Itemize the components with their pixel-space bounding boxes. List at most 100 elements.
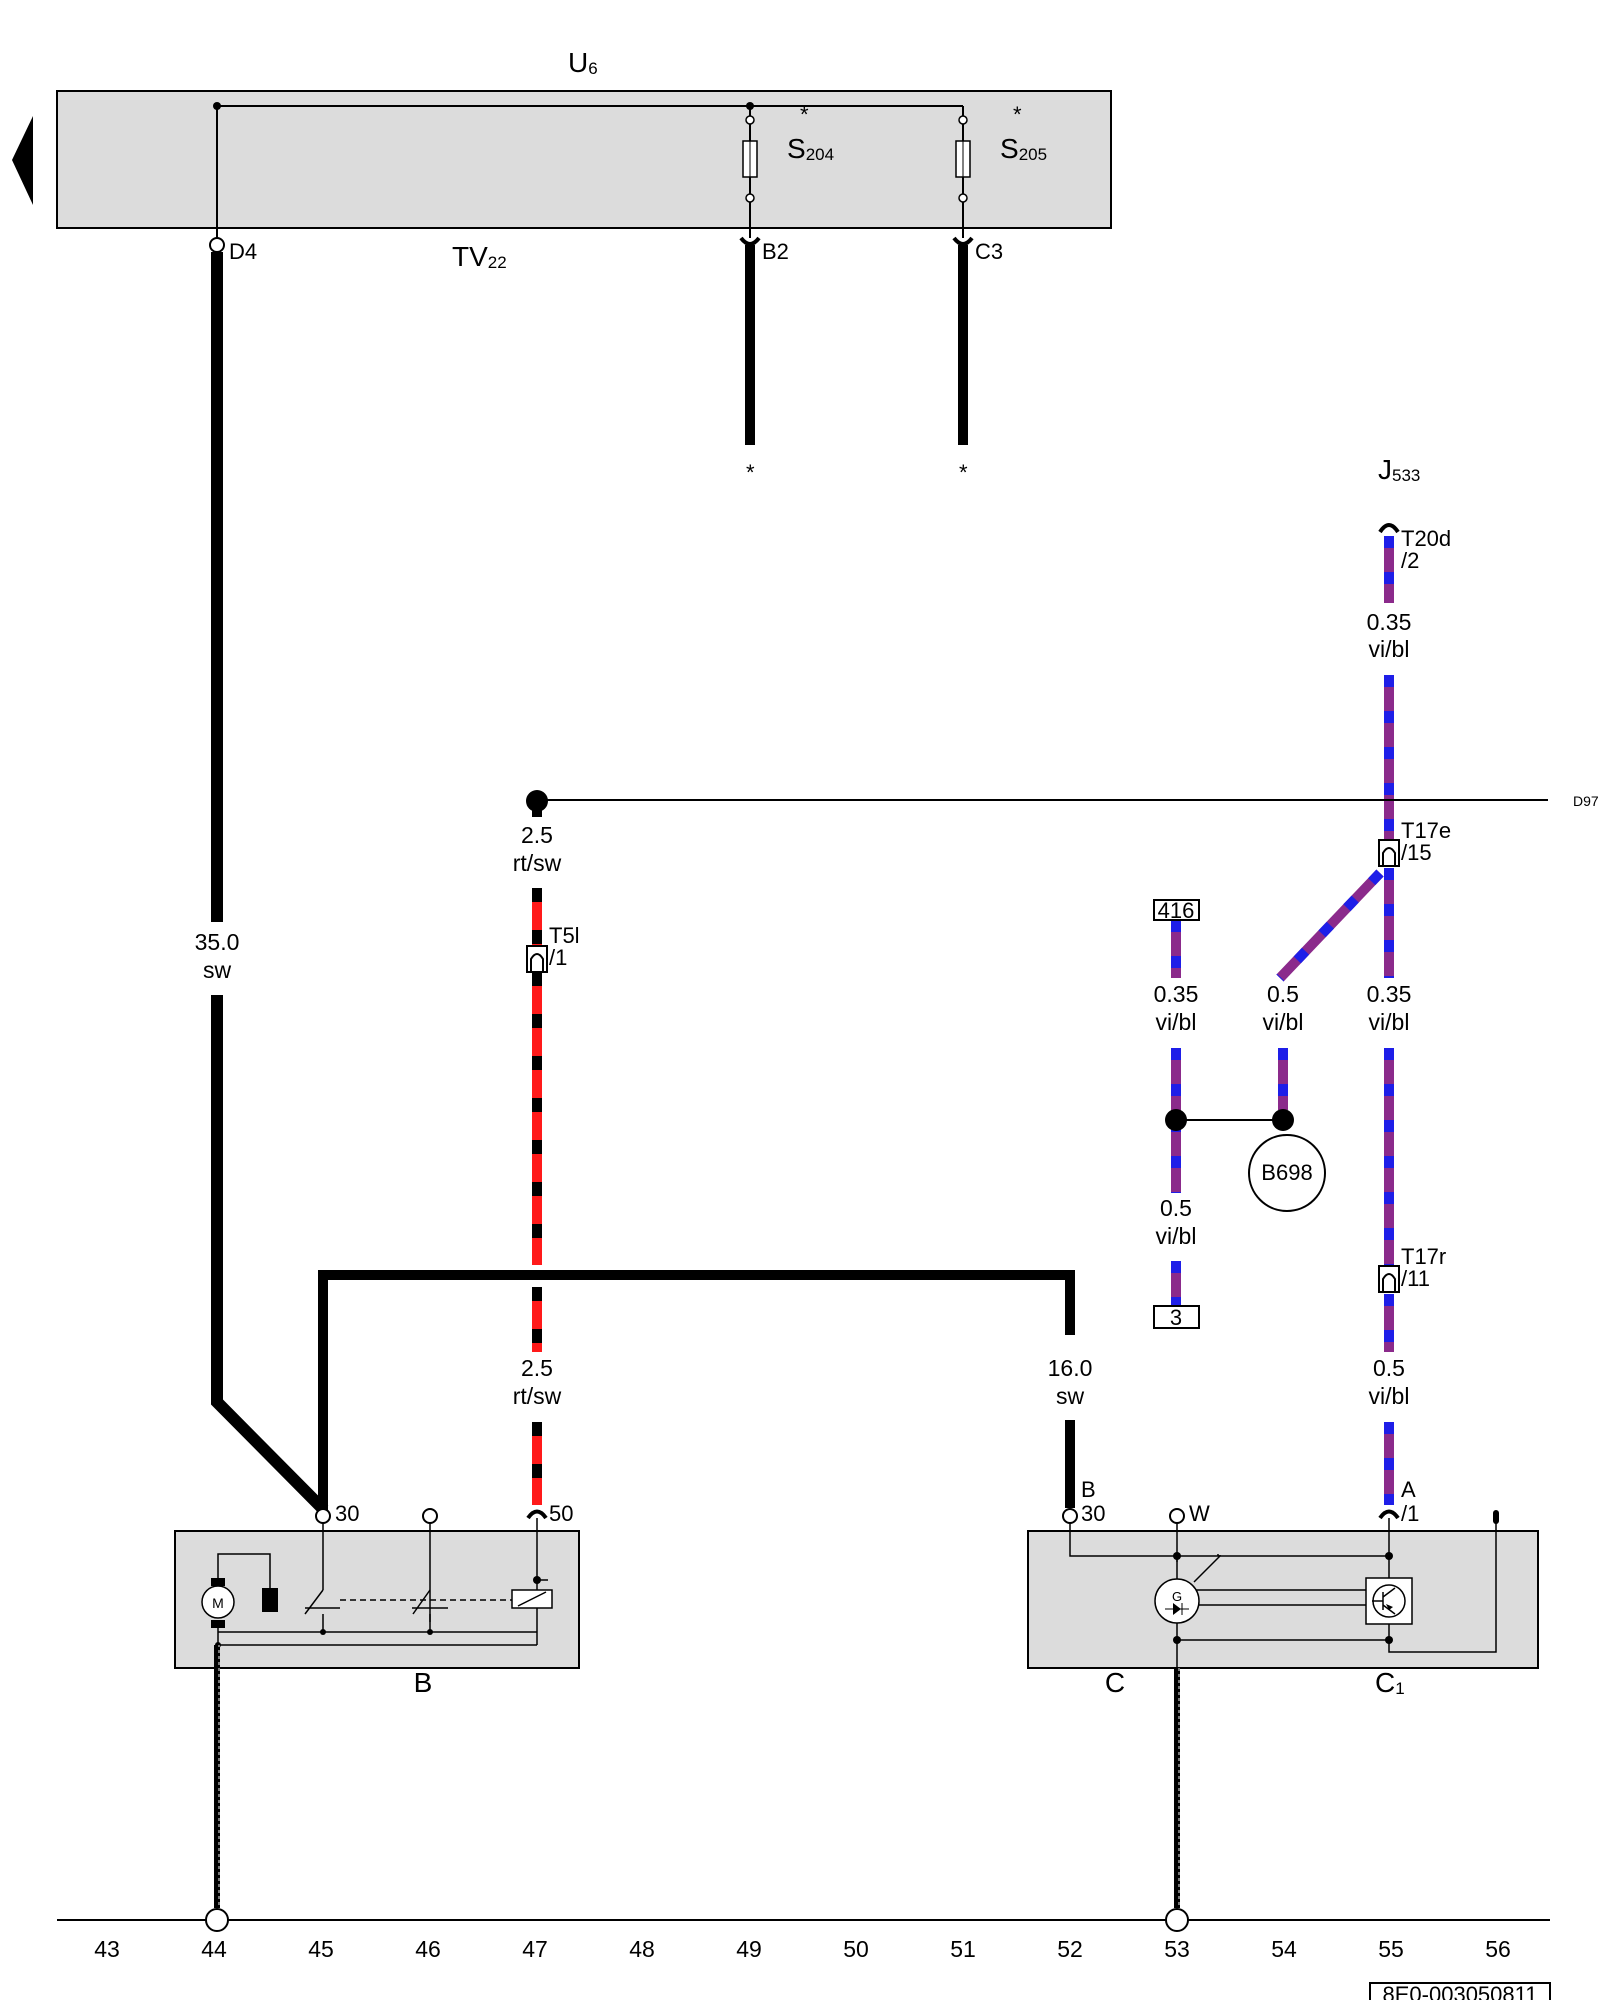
wire-w10-color: vi/bl <box>1369 1383 1410 1409</box>
pin-a1-label: /1 <box>1401 1501 1419 1526</box>
wire-w4-color: vi/bl <box>1156 1009 1197 1035</box>
column-numbers: 43 44 45 46 47 48 49 50 51 52 53 54 55 5… <box>94 1936 1511 1962</box>
pin-30-label: 30 <box>335 1501 359 1526</box>
pin-b-label: B <box>1081 1477 1096 1502</box>
t5l-label: T5l <box>549 923 580 948</box>
wire-w4-size: 0.35 <box>1154 981 1199 1007</box>
u6-fuse-carrier: U6 * S204 * S205 <box>12 47 1112 238</box>
col-43: 43 <box>94 1936 120 1962</box>
col-52: 52 <box>1057 1936 1083 1962</box>
pin-w <box>1169 1508 1185 1524</box>
col-55: 55 <box>1378 1936 1404 1962</box>
connector-t17r: T17r /11 <box>1378 1244 1446 1293</box>
fuse-s204: * S204 <box>742 102 834 238</box>
col-49: 49 <box>736 1936 762 1962</box>
pin-d4 <box>209 237 225 253</box>
tv22-label: TV22 <box>452 241 507 272</box>
pin-unlabeled <box>422 1508 438 1524</box>
wire-w2-size: 2.5 <box>521 822 553 848</box>
col-50: 50 <box>843 1936 869 1962</box>
s204-label: S204 <box>787 133 834 164</box>
ref-416-label: 416 <box>1158 898 1195 923</box>
alternator-c: B 30 W A /1 G <box>1027 1477 1539 1698</box>
s205-label: S205 <box>1000 133 1047 164</box>
col-46: 46 <box>415 1936 441 1962</box>
ground-point-53 <box>1165 1908 1189 1932</box>
pin-b30 <box>1062 1508 1078 1524</box>
t17r-label: T17r <box>1401 1244 1446 1269</box>
t20d-pin-label: /2 <box>1401 548 1419 573</box>
connector-50 <box>526 1509 548 1520</box>
wire-w5-color: vi/bl <box>1263 1009 1304 1035</box>
pin-50-label: 50 <box>549 1501 573 1526</box>
c3-star: * <box>959 460 968 485</box>
s204-star: * <box>800 102 809 127</box>
b698-splice <box>1248 1134 1326 1212</box>
t17e-label: T17e <box>1401 818 1451 843</box>
u6-label: U6 <box>568 47 598 78</box>
wire-w7-size: 0.5 <box>1160 1195 1192 1221</box>
wire-16-color: sw <box>1056 1383 1085 1409</box>
t17e-pin-label: /15 <box>1401 840 1432 865</box>
col-48: 48 <box>629 1936 655 1962</box>
starter-b-label: B <box>414 1667 433 1698</box>
b698-label: B698 <box>1261 1160 1312 1185</box>
ref-box-416 <box>1153 899 1200 921</box>
wire-t17e-branch-stripe <box>1276 869 1384 982</box>
col-45: 45 <box>308 1936 334 1962</box>
ref-3-label: 3 <box>1170 1305 1182 1330</box>
j533-label: J533 <box>1378 454 1420 485</box>
wire-35-sw: 35.0 sw <box>195 252 329 1515</box>
fuse-s205: * S205 <box>955 102 1047 238</box>
wire-w8-color: rt/sw <box>513 1383 562 1409</box>
col-47: 47 <box>522 1936 548 1962</box>
pin-a-label: A <box>1401 1477 1416 1502</box>
document-id: 8E0-003050811 <box>1383 1982 1538 2000</box>
motor-label: M <box>212 1595 224 1611</box>
ref-box-3 <box>1153 1305 1200 1329</box>
pin-30 <box>315 1508 331 1524</box>
motor-icon <box>201 1585 235 1619</box>
generator-label: G <box>1172 1589 1182 1604</box>
wire-16-sw: 16.0 sw <box>318 1270 1093 1510</box>
b2-star: * <box>746 460 755 485</box>
wire-w2-color: rt/sw <box>513 850 562 876</box>
wire-w7-color: vi/bl <box>1156 1223 1197 1249</box>
s205-star: * <box>1013 102 1022 127</box>
wire-w8-size: 2.5 <box>521 1355 553 1381</box>
pin-b30-label: 30 <box>1081 1501 1105 1526</box>
generator-icon <box>1154 1578 1200 1624</box>
wire-w6-color: vi/bl <box>1369 1009 1410 1035</box>
wire-16-size: 16.0 <box>1048 1355 1093 1381</box>
connector-c3 <box>952 236 974 246</box>
continuation-arrow-icon <box>12 116 33 205</box>
wire-w10-size: 0.5 <box>1373 1355 1405 1381</box>
col-54: 54 <box>1271 1936 1297 1962</box>
col-53: 53 <box>1164 1936 1190 1962</box>
t17r-pin-label: /11 <box>1401 1266 1430 1291</box>
col-56: 56 <box>1485 1936 1511 1962</box>
splice-left <box>1165 1109 1187 1131</box>
wire-w6-size: 0.35 <box>1367 981 1412 1007</box>
t5l-pin-label: /1 <box>549 945 567 970</box>
connector-t20d <box>1378 523 1400 534</box>
pin-b2-label: B2 <box>762 239 789 264</box>
wire-w5-size: 0.5 <box>1267 981 1299 1007</box>
alternator-c-label: C <box>1105 1667 1125 1698</box>
pin-d4-label: D4 <box>229 239 257 264</box>
ground-point-44 <box>205 1908 229 1932</box>
pin-w-label: W <box>1189 1501 1210 1526</box>
pin-c3-label: C3 <box>975 239 1003 264</box>
regulator-c1-label: C1 <box>1375 1667 1405 1698</box>
connector-t5l: T5l /1 <box>526 923 580 973</box>
wire-w1-size: 0.35 <box>1367 609 1412 635</box>
col-44: 44 <box>201 1936 227 1962</box>
t20d-label: T20d <box>1401 526 1451 551</box>
d97-label: D97 <box>1573 793 1599 809</box>
wire-35-size: 35.0 <box>195 929 240 955</box>
connector-a1 <box>1378 1509 1400 1520</box>
wire-w1-color: vi/bl <box>1369 636 1410 662</box>
connector-t17e: T17e /15 <box>1378 818 1451 867</box>
splice-right <box>1272 1109 1294 1131</box>
